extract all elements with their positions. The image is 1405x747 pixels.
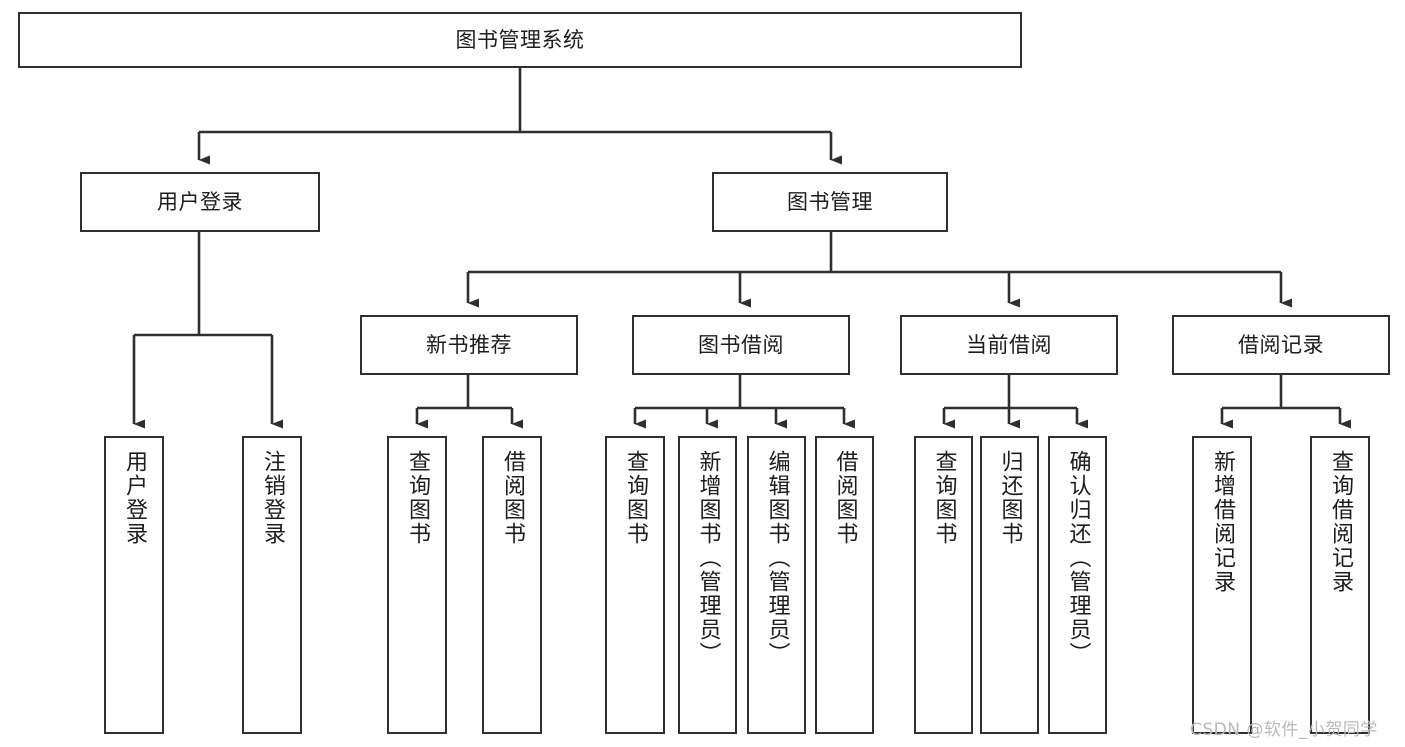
node-label: 当前借阅 (966, 332, 1052, 357)
node-label: 用户登录 (157, 189, 243, 214)
leaf-recommend-borrow-book[interactable]: 借阅图书 (482, 436, 542, 734)
leaf-current-confirm-return-admin[interactable]: 确认归还（管理员） (1048, 436, 1107, 734)
node-new-book-recommend[interactable]: 新书推荐 (360, 315, 578, 375)
node-book-borrow[interactable]: 图书借阅 (632, 315, 850, 375)
leaf-user-login-login[interactable]: 用户登录 (104, 436, 164, 734)
leaf-recommend-query-book[interactable]: 查询图书 (387, 436, 447, 734)
leaf-user-login-logout[interactable]: 注销登录 (242, 436, 302, 734)
node-book-management[interactable]: 图书管理 (712, 172, 948, 232)
node-user-login[interactable]: 用户登录 (80, 172, 320, 232)
node-root-book-management-system[interactable]: 图书管理系统 (18, 12, 1022, 68)
leaf-record-query-record[interactable]: 查询借阅记录 (1310, 436, 1370, 734)
node-current-borrow[interactable]: 当前借阅 (900, 315, 1118, 375)
node-label: 查询借阅记录 (1327, 450, 1353, 594)
node-label: 图书管理系统 (455, 27, 585, 52)
node-label: 借阅图书 (832, 450, 858, 546)
node-label: 新书推荐 (426, 332, 512, 357)
node-label: 图书管理 (787, 189, 873, 214)
node-label: 编辑图书（管理员） (764, 450, 790, 666)
node-label: 查询图书 (622, 450, 648, 546)
watermark-text: CSDN @软件_小贺同学 (1190, 720, 1378, 740)
node-label: 用户登录 (121, 450, 147, 546)
node-label: 借阅图书 (499, 450, 525, 546)
leaf-current-return-book[interactable]: 归还图书 (980, 436, 1039, 734)
leaf-borrow-edit-book-admin[interactable]: 编辑图书（管理员） (747, 436, 806, 734)
leaf-borrow-add-book-admin[interactable]: 新增图书（管理员） (678, 436, 737, 734)
leaf-borrow-query-book[interactable]: 查询图书 (605, 436, 665, 734)
node-label: 注销登录 (259, 450, 285, 546)
node-label: 查询图书 (404, 450, 430, 546)
node-label: 归还图书 (997, 450, 1023, 546)
leaf-current-query-book[interactable]: 查询图书 (914, 436, 973, 734)
leaf-record-add-record[interactable]: 新增借阅记录 (1192, 436, 1252, 734)
leaf-borrow-borrow-book[interactable]: 借阅图书 (815, 436, 874, 734)
node-borrow-record[interactable]: 借阅记录 (1172, 315, 1390, 375)
node-label: 新增图书（管理员） (695, 450, 721, 666)
node-label: 确认归还（管理员） (1065, 450, 1091, 666)
node-label: 新增借阅记录 (1209, 450, 1235, 594)
node-label: 查询图书 (931, 450, 957, 546)
node-label: 图书借阅 (698, 332, 784, 357)
node-label: 借阅记录 (1238, 332, 1324, 357)
